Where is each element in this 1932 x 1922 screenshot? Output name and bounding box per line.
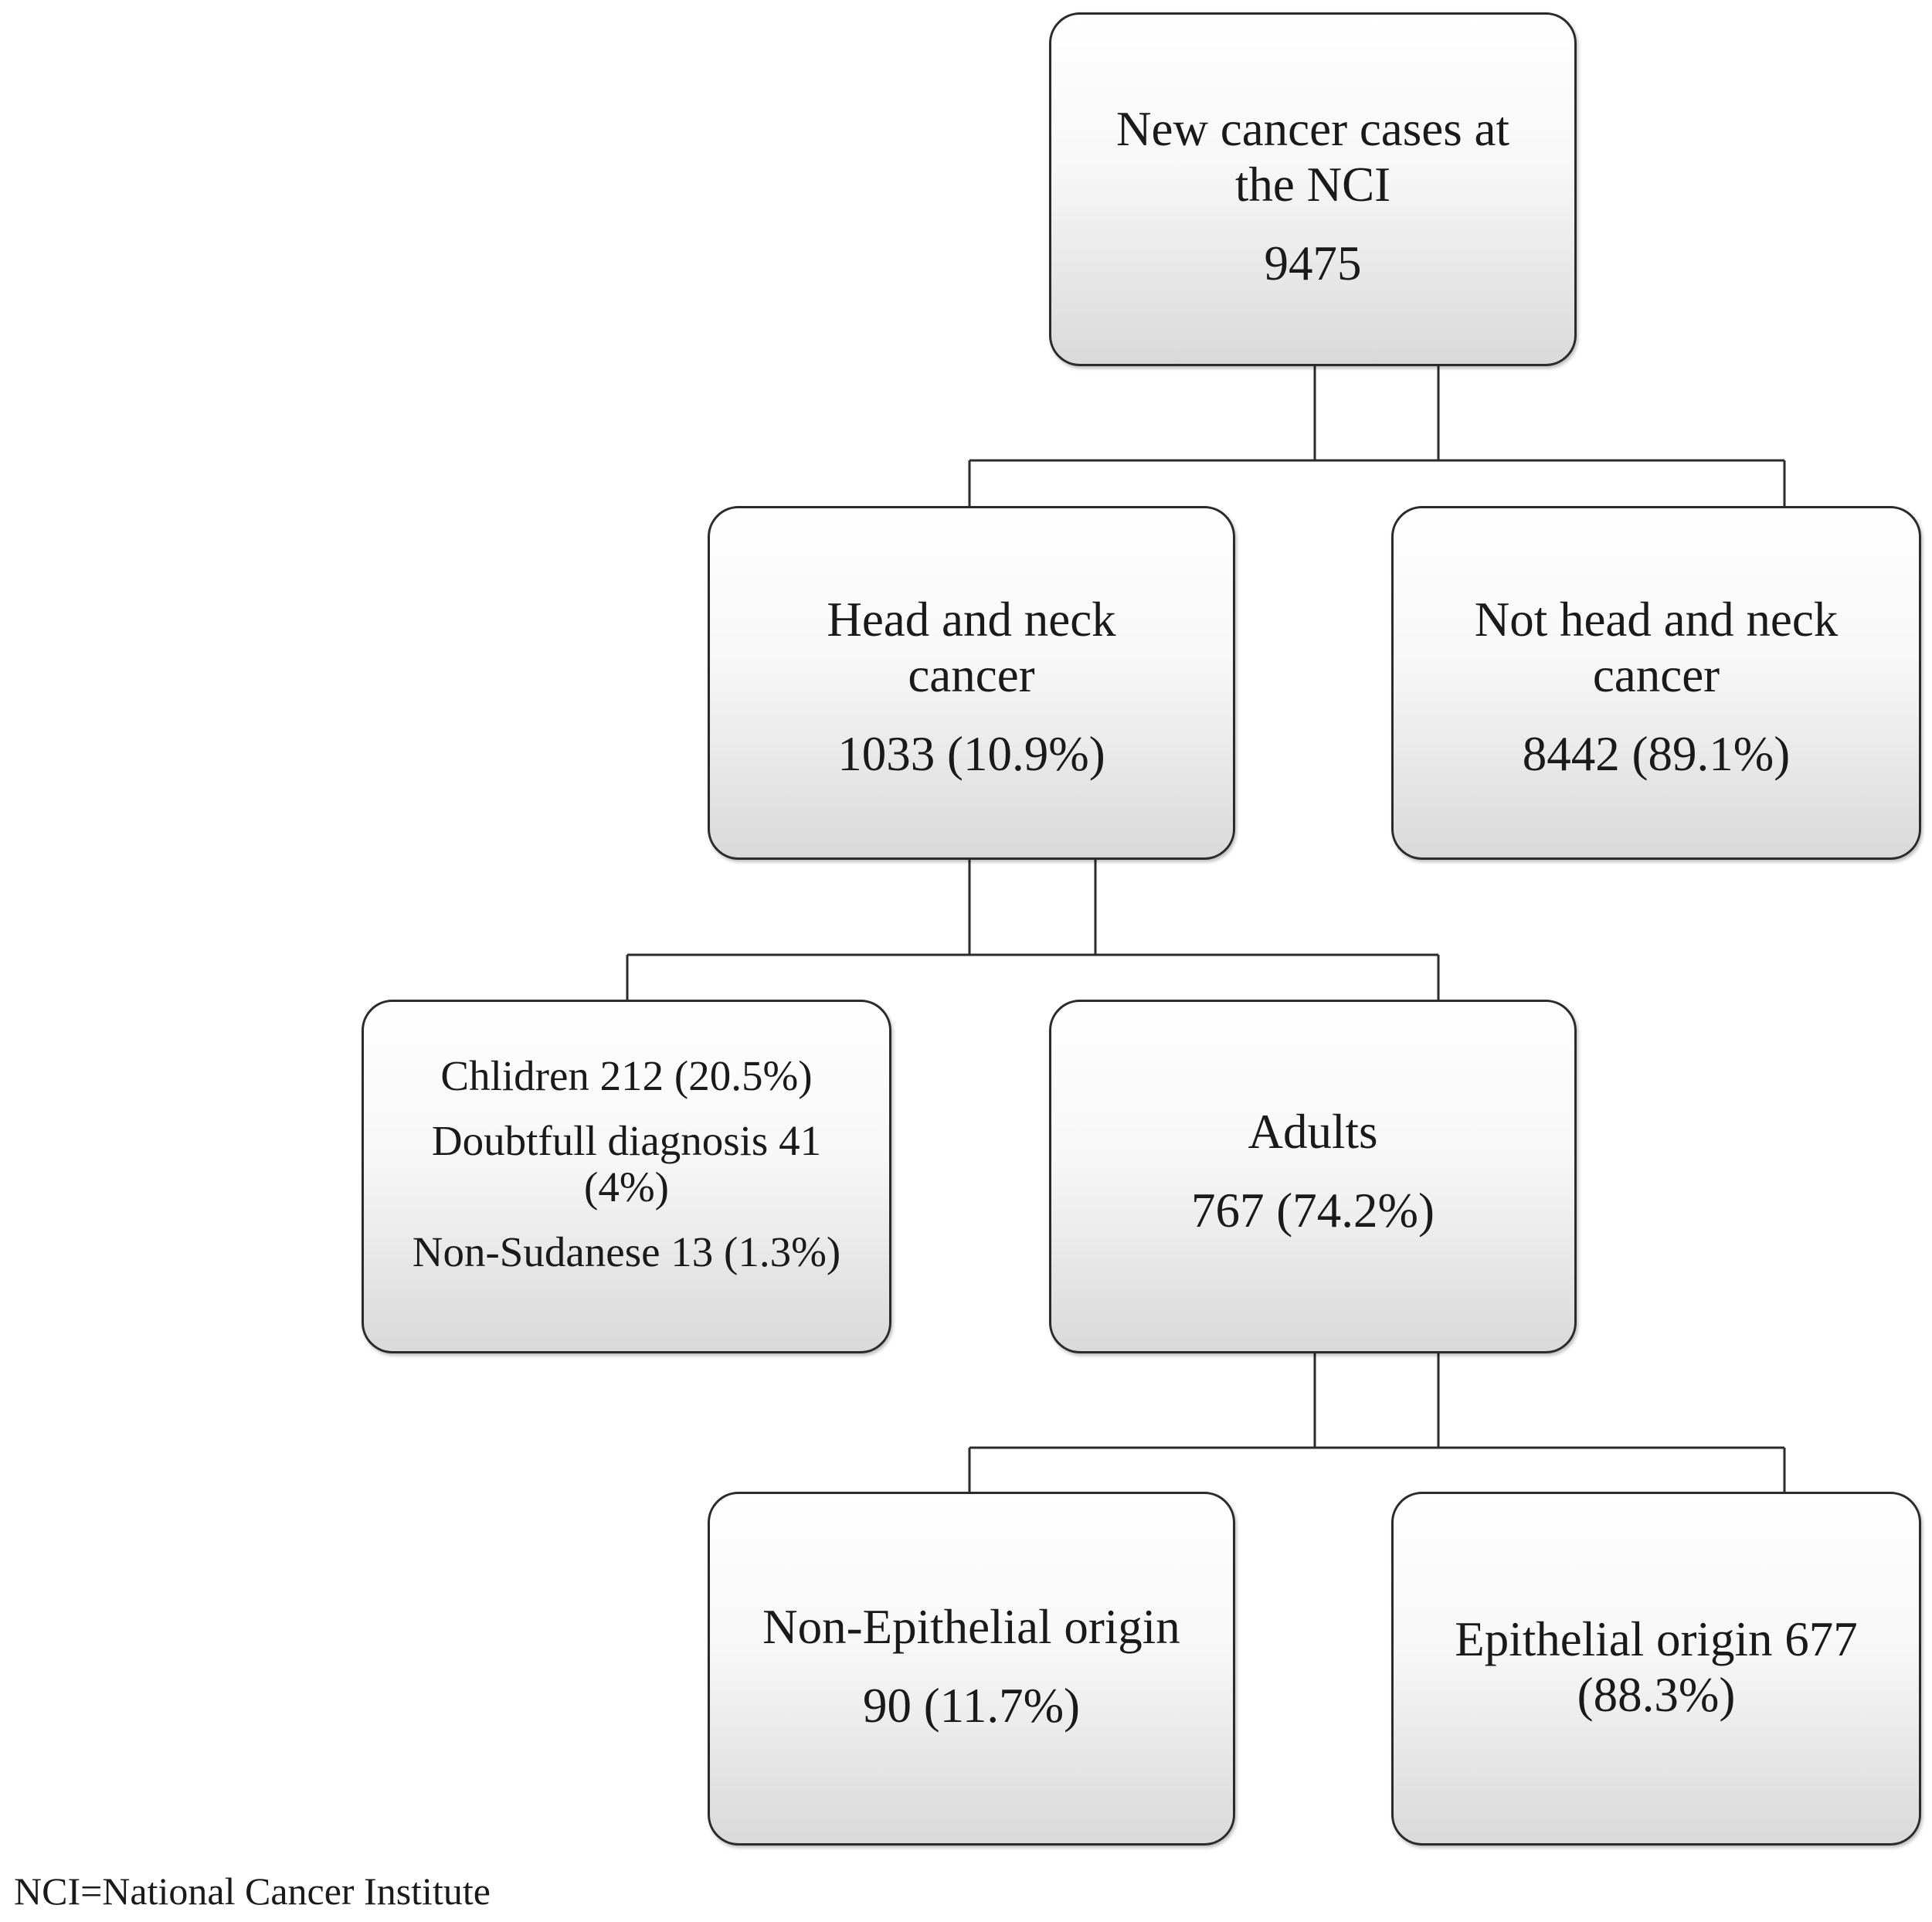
footnote: NCI=National Cancer Institute <box>14 1869 491 1913</box>
node-title: Adults <box>1248 1105 1378 1159</box>
excluded-children: Chlidren 212 (20.5%) <box>440 1052 813 1099</box>
node-title: Head and neck cancer <box>827 593 1116 702</box>
node-title: Epithelial origin 677 (88.3%) <box>1455 1612 1858 1722</box>
node-adults: Adults 767 (74.2%) <box>1049 1000 1577 1353</box>
node-count: 1033 (10.9%) <box>837 727 1105 781</box>
node-excluded-cases: Chlidren 212 (20.5%) Doubtfull diagnosis… <box>362 1000 891 1353</box>
excluded-doubtful-diagnosis: Doubtfull diagnosis 41 (4%) <box>431 1117 822 1211</box>
node-count: 90 (11.7%) <box>862 1679 1081 1733</box>
node-not-head-and-neck-cancer: Not head and neck cancer 8442 (89.1%) <box>1391 506 1921 860</box>
node-title: Non-Epithelial origin <box>762 1600 1180 1654</box>
node-title: Not head and neck cancer <box>1474 593 1839 702</box>
node-epithelial-origin: Epithelial origin 677 (88.3%) <box>1391 1492 1921 1846</box>
node-new-cancer-cases: New cancer cases at the NCI 9475 <box>1049 12 1577 366</box>
node-non-epithelial-origin: Non-Epithelial origin 90 (11.7%) <box>708 1492 1235 1846</box>
excluded-non-sudanese: Non-Sudanese 13 (1.3%) <box>412 1228 841 1275</box>
node-count: 8442 (89.1%) <box>1522 727 1791 781</box>
node-head-and-neck-cancer: Head and neck cancer 1033 (10.9%) <box>708 506 1235 860</box>
node-count: 767 (74.2%) <box>1191 1183 1435 1238</box>
node-count: 9475 <box>1264 236 1362 290</box>
node-title: New cancer cases at the NCI <box>1116 102 1509 212</box>
